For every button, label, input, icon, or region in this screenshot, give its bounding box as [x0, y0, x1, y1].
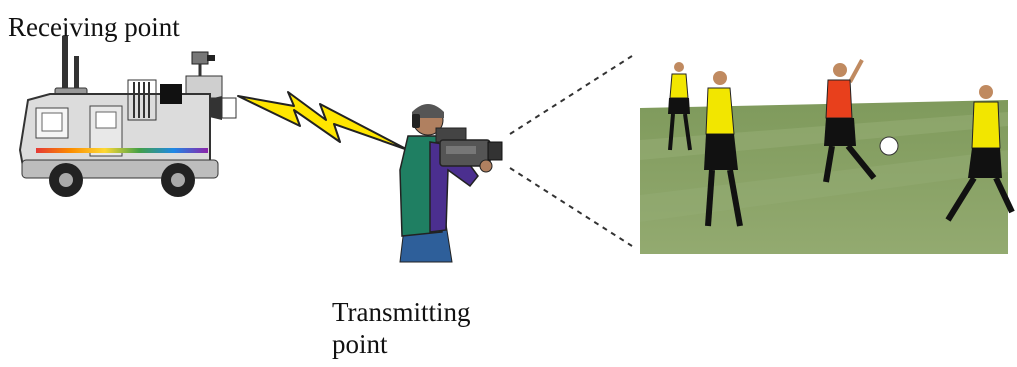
- receiving-point-label: Receiving point: [8, 12, 180, 42]
- camera-operator-icon: [399, 104, 503, 263]
- player-red: [823, 59, 877, 183]
- player-yellow-3: [945, 85, 1015, 222]
- transmitting-point-label-line1: Transmitting: [332, 297, 471, 327]
- player-yellow-1: [668, 62, 692, 151]
- camera-view-lines: [509, 55, 633, 247]
- lightning-signal-icon: [237, 91, 409, 151]
- transmitting-point-label: Transmitting point: [332, 296, 471, 360]
- transmitting-point-label-line2: point: [332, 329, 388, 359]
- player-yellow-2: [704, 71, 743, 227]
- broadcast-truck-icon: [18, 36, 237, 197]
